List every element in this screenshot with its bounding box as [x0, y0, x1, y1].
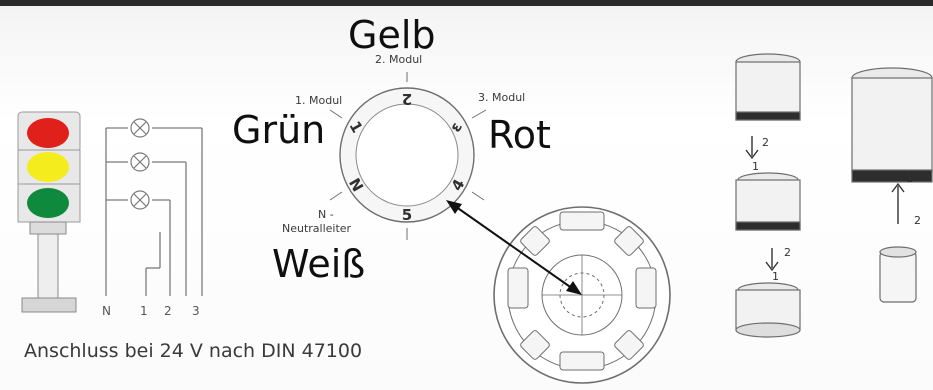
- yellow-lamp: [27, 152, 69, 182]
- terminal-label: 2: [164, 304, 172, 318]
- terminal-label: N: [102, 304, 111, 318]
- lamp-symbol: [130, 118, 150, 138]
- label-gelb: Gelb: [348, 13, 436, 57]
- terminal-label: 1: [140, 304, 148, 318]
- circuit-terminal-labels: N 1 2 3: [102, 304, 200, 318]
- install-label: 1: [772, 270, 779, 283]
- terminal-label: 3: [192, 304, 200, 318]
- neutral-text-label: Neutralleiter: [282, 222, 352, 235]
- red-lamp: [27, 118, 69, 148]
- label-rot: Rot: [488, 113, 551, 157]
- install-label: 2: [784, 246, 791, 259]
- double-arrow: [446, 200, 582, 295]
- caption: Anschluss bei 24 V nach DIN 47100: [24, 340, 363, 362]
- lamp-symbol: [130, 152, 150, 172]
- label-weiss: Weiß: [272, 242, 365, 286]
- install-arrows: [745, 136, 905, 272]
- install-label: 2: [914, 214, 921, 227]
- module-3-label: 3. Modul: [478, 91, 525, 104]
- ring-terminal: 2: [402, 90, 412, 108]
- connector-ring: 2 ε 4 5 N 1 2. Modul 1. Modul 3. Modul N…: [282, 53, 525, 240]
- module-1-label: 1. Modul: [295, 94, 342, 107]
- green-lamp: [27, 188, 69, 218]
- install-label: 2: [762, 136, 769, 149]
- top-edge-strip: [0, 0, 933, 6]
- label-gruen: Grün: [232, 108, 325, 152]
- tower-base: [21, 297, 77, 313]
- lamp-symbol: [130, 190, 150, 210]
- module-assembly: [735, 53, 933, 338]
- install-arrow-labels: 2 1 2 1 2 1: [752, 136, 921, 283]
- signal-tower: [17, 111, 81, 313]
- tower-collar: [29, 221, 67, 235]
- install-label: 1: [752, 160, 759, 173]
- ring-terminal: 5: [402, 206, 412, 224]
- install-label: 1: [906, 172, 913, 185]
- color-labels: Gelb Grün Rot Weiß: [232, 13, 551, 286]
- tower-pole: [37, 233, 59, 303]
- module-2-label: 2. Modul: [375, 53, 422, 66]
- circuit-lamps: [130, 118, 150, 210]
- neutral-n-label: N -: [318, 208, 334, 221]
- circuit-schematic: [105, 127, 203, 296]
